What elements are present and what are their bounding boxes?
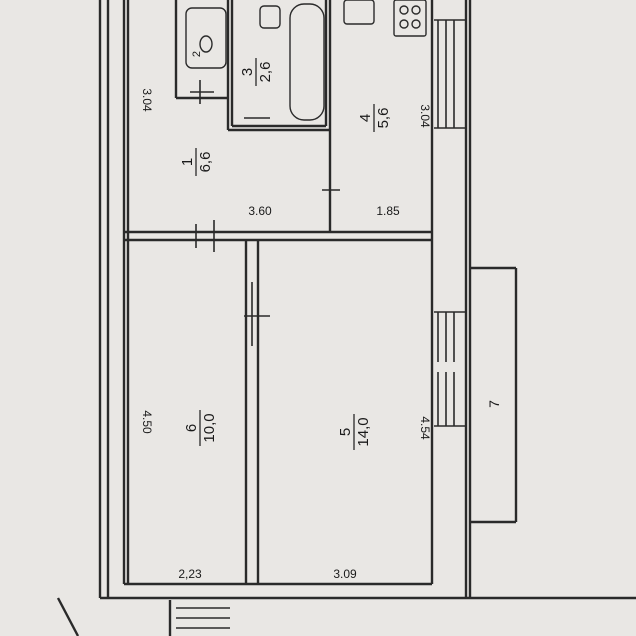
dimension-labels: 3.04 3.04 3.60 1.85 4.50 4.54 2,23 3.09 [140, 88, 432, 581]
fixtures [185, 0, 427, 121]
stove-icon [393, 0, 427, 37]
svg-text:10,0: 10,0 [201, 413, 218, 442]
room-labels: 1 6,6 2 3 2,6 4 5,6 5 14,0 6 10,0 7 [179, 51, 502, 450]
svg-text:6,6: 6,6 [197, 152, 214, 173]
svg-text:2: 2 [191, 51, 203, 57]
dim-kitchen-width: 1.85 [376, 204, 400, 218]
dim-right-top: 3.04 [418, 104, 432, 128]
room-4-label: 4 5,6 [357, 104, 392, 132]
dim-left-top: 3.04 [140, 88, 154, 112]
svg-text:1: 1 [179, 158, 196, 166]
dim-right-bottom: 4.54 [418, 416, 432, 440]
room-2-label: 2 [191, 51, 203, 57]
bathtub-icon [289, 3, 325, 121]
room-6-label: 6 10,0 [183, 410, 218, 446]
sink-icon [259, 5, 281, 29]
dim-left-bottom: 4.50 [140, 410, 154, 434]
kitchen-sink-icon [343, 0, 375, 25]
dim-room6-width: 2,23 [178, 567, 202, 581]
dim-hall-width: 3.60 [248, 204, 272, 218]
room-7-label: 7 [486, 400, 502, 408]
room-5-label: 5 14,0 [337, 414, 372, 450]
svg-text:6: 6 [183, 424, 200, 432]
svg-text:14,0: 14,0 [355, 417, 372, 446]
svg-text:5: 5 [337, 428, 354, 436]
svg-text:4: 4 [357, 114, 374, 122]
svg-text:5,6: 5,6 [375, 108, 392, 129]
dim-room5-width: 3.09 [333, 567, 357, 581]
toilet-icon [185, 7, 227, 69]
room-1-label: 1 6,6 [179, 148, 214, 176]
walls [56, 0, 636, 636]
svg-text:7: 7 [486, 400, 502, 408]
svg-text:3: 3 [239, 68, 256, 76]
svg-text:2,6: 2,6 [257, 62, 274, 83]
room-3-label: 3 2,6 [239, 58, 274, 86]
door-marks [176, 80, 340, 629]
windows [434, 19, 466, 427]
